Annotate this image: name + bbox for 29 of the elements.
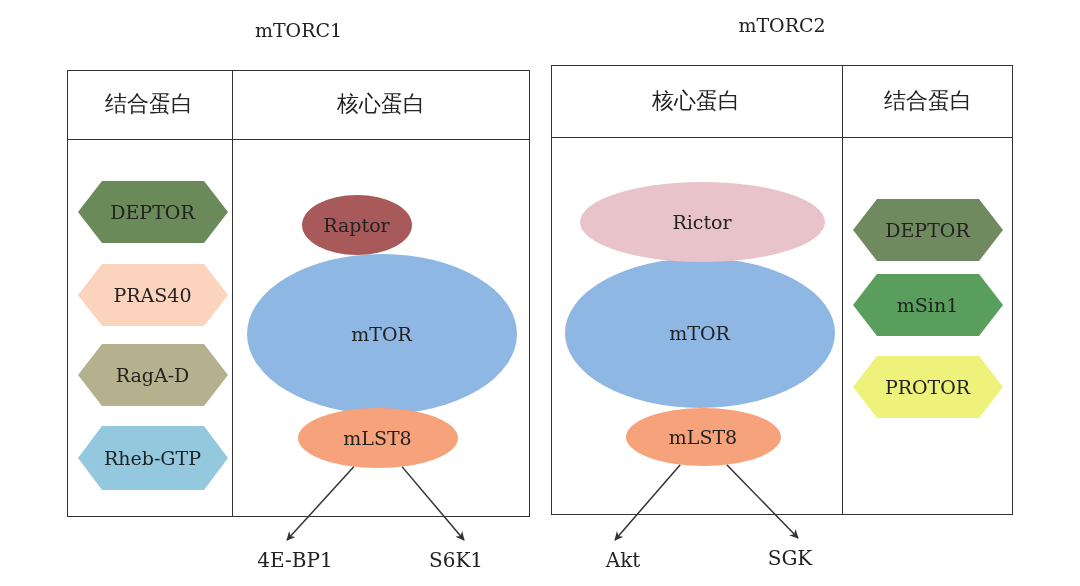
protein-ellipse: mLST8 <box>297 407 458 468</box>
protein-hexagon: PRAS40 <box>77 263 228 326</box>
protein-hexagon: DEPTOR <box>852 198 1003 261</box>
protein-hexagon: mSin1 <box>852 273 1003 336</box>
protein-ellipse: mLST8 <box>625 407 781 466</box>
protein-ellipse: mTOR <box>246 253 517 414</box>
target-label: S6K1 <box>420 546 492 574</box>
column-header: 核心蛋白 <box>232 69 530 140</box>
protein-hexagon: RagA-D <box>77 343 228 406</box>
protein-hexagon: PROTOR <box>852 355 1003 418</box>
protein-hexagon: DEPTOR <box>77 180 228 243</box>
arrow <box>286 465 355 541</box>
complex-title: mTORC1 <box>253 19 344 41</box>
target-label: 4E-BP1 <box>250 546 340 574</box>
protein-ellipse: Rictor <box>579 181 825 262</box>
arrow <box>726 463 799 539</box>
table-column <box>66 69 233 517</box>
protein-ellipse: Raptor <box>301 194 412 255</box>
protein-hexagon: Rheb-GTP <box>77 425 228 490</box>
arrow <box>614 463 681 541</box>
arrow <box>401 465 465 541</box>
protein-ellipse: mTOR <box>564 257 835 408</box>
table-column <box>550 64 843 515</box>
complex-title: mTORC2 <box>737 14 827 36</box>
column-header: 核心蛋白 <box>550 64 842 138</box>
target-label: Akt <box>598 546 648 574</box>
column-header: 结合蛋白 <box>66 69 232 140</box>
column-header: 结合蛋白 <box>842 64 1013 138</box>
target-label: SGK <box>760 544 820 572</box>
